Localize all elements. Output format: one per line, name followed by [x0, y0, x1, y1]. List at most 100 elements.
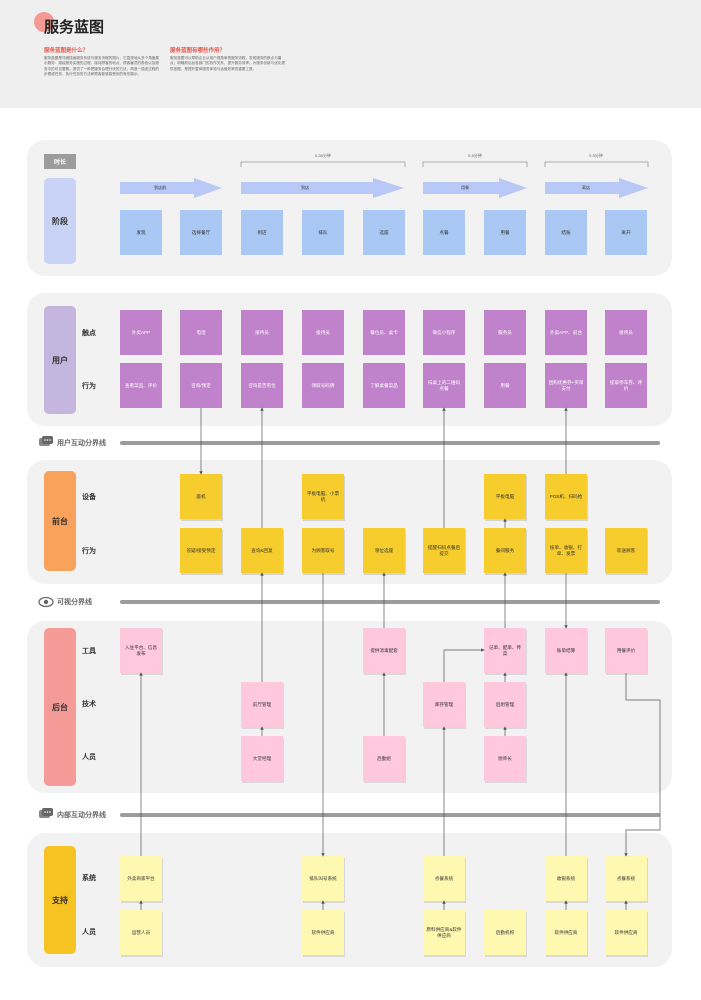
front-action-5: 提醒扫码点餐后提交 — [423, 528, 465, 573]
front-action-label: 行为 — [82, 548, 96, 555]
user-interaction-line — [120, 441, 660, 445]
system-card-queue: 排队叫号系统 — [302, 856, 344, 901]
staff-card-manager: 大堂经理 — [241, 736, 283, 781]
front-action-3: 为顾客取号 — [302, 528, 344, 573]
stage-card-pay: 结账 — [545, 210, 587, 255]
system-card-order-2: 点餐系统 — [605, 856, 647, 901]
support-staff-software-3: 软件供应商 — [605, 910, 647, 955]
bracket-1 — [240, 161, 406, 167]
touch-card-6: 微信小程序 — [423, 310, 465, 355]
tech-card-hall: 前厅管理 — [241, 682, 283, 727]
arrow-label-3: 用餐 — [461, 185, 469, 190]
touch-card-2: 电话 — [180, 310, 222, 355]
device-card-tablet: 平板电脑 — [484, 474, 526, 519]
system-card-order: 点餐系统 — [423, 856, 465, 901]
action-card-1: 查看菜品、评价 — [120, 363, 162, 408]
stage-card-order: 点餐 — [423, 210, 465, 255]
bracket-label-2: 0-5分钟 — [468, 153, 482, 158]
back-staff-label: 人员 — [82, 754, 96, 761]
touch-card-1: 外卖APP — [120, 310, 162, 355]
device-card-tablet-printer: 平板电脑、小票机 — [302, 474, 344, 519]
tool-card-settle: 账单结算 — [545, 628, 587, 673]
front-action-6: 餐间服务 — [484, 528, 526, 573]
stage-card-arrive: 到店 — [241, 210, 283, 255]
tech-card-kitchen: 后厨管理 — [484, 682, 526, 727]
question-2-title: 服务蓝图有哪些作用？ — [170, 48, 226, 54]
support-staff-label: 人员 — [82, 929, 96, 936]
internal-line — [120, 813, 660, 817]
back-lane-label: 后台 — [44, 628, 76, 786]
device-card-phone: 座机 — [180, 474, 222, 519]
action-card-5: 了解桌餐菜品 — [363, 363, 405, 408]
arrow-label-2: 到店 — [301, 185, 309, 190]
front-lane-label: 前台 — [44, 471, 76, 571]
tool-card-review: 用餐评价 — [605, 628, 647, 673]
front-action-8: 欢送顾客 — [605, 528, 647, 573]
tool-card-disinfect: 提供消毒配套 — [363, 628, 405, 673]
front-action-2: 查询&回复 — [241, 528, 283, 573]
chat-bubble-icon-2 — [38, 807, 53, 819]
tech-card-stock: 库存管理 — [423, 682, 465, 727]
tool-card-platform: 入驻平台、信息发布 — [120, 628, 162, 673]
support-system-label: 系统 — [82, 875, 96, 882]
action-card-7: 用餐 — [484, 363, 526, 408]
staff-card-chef: 厨师长 — [484, 736, 526, 781]
visible-line-label: 可视分界线 — [57, 599, 92, 606]
arrow-label-4: 离店 — [582, 185, 590, 190]
front-action-1: 答疑/接受预定 — [180, 528, 222, 573]
stage-card-dine: 用餐 — [484, 210, 526, 255]
touch-card-8: 外卖APP、前台 — [545, 310, 587, 355]
visible-line — [120, 600, 660, 604]
action-card-6: 扫桌上的二维码点餐 — [423, 363, 465, 408]
time-label: 时长 — [44, 154, 76, 169]
connector-21 — [624, 673, 661, 857]
user-lane-label: 用户 — [44, 306, 76, 414]
page-title: 服务蓝图 — [44, 19, 105, 36]
staff-card-logistics: 后勤组 — [363, 736, 405, 781]
question-1-text: 服务蓝图是详细描画服务系统与服务流程的图片，它直观地从多个角度展示服务：描绘服务… — [44, 56, 159, 77]
user-action-label: 行为 — [82, 383, 96, 390]
back-tech-label: 技术 — [82, 701, 96, 708]
arrow-shape-2 — [241, 178, 404, 198]
tool-card-dispatch: 记单、配单、传菜 — [484, 628, 526, 673]
support-staff-software-1: 软件供应商 — [302, 910, 344, 955]
chat-bubble-icon — [38, 435, 53, 447]
touch-card-5: 餐位员、桌卡 — [363, 310, 405, 355]
stage-card-queue: 排队 — [302, 210, 344, 255]
touch-card-3: 接待员 — [241, 310, 283, 355]
bracket-3 — [544, 161, 649, 167]
action-card-8: 团购优惠券+买单支付 — [545, 363, 587, 408]
system-card-takeout: 外卖商家平台 — [120, 856, 162, 901]
action-card-9: 提取停车券、评价 — [605, 363, 647, 408]
back-tool-label: 工具 — [82, 648, 96, 655]
touch-card-7: 服务员 — [484, 310, 526, 355]
touch-card-9: 接待员 — [605, 310, 647, 355]
question-1-title: 服务蓝图是什么？ — [44, 48, 89, 54]
system-card-cashier: 收银系统 — [545, 856, 587, 901]
internal-line-label: 内部互动分界线 — [57, 812, 106, 819]
user-touch-label: 触点 — [82, 330, 96, 337]
front-action-4: 领位选座 — [363, 528, 405, 573]
eye-icon — [38, 595, 54, 608]
bracket-label-1: 0-30分钟 — [314, 153, 331, 158]
support-lane-label: 支持 — [44, 846, 76, 954]
connector-10 — [443, 648, 485, 682]
device-card-pos: POS机、扫码枪 — [545, 474, 587, 519]
touch-card-4: 接待员 — [302, 310, 344, 355]
arrow-label-1: 到店前 — [154, 185, 166, 190]
stage-card-leave: 离开 — [605, 210, 647, 255]
action-card-2: 咨询/预定 — [180, 363, 222, 408]
front-device-label: 设备 — [82, 494, 96, 501]
arrow-shape-3 — [423, 178, 527, 198]
support-staff-logistics: 后勤机构 — [484, 910, 526, 955]
stage-card-choose: 选择餐厅 — [180, 210, 222, 255]
support-staff-suppliers: 原料供应商&软件供应商 — [423, 910, 465, 955]
bracket-label-3: 0-5分钟 — [589, 153, 603, 158]
action-card-4: 领取号码牌 — [302, 363, 344, 408]
stage-lane-label: 阶段 — [44, 178, 76, 264]
arrow-shape-4 — [545, 178, 648, 198]
support-staff-ops: 运营人员 — [120, 910, 162, 955]
arrow-shape-1 — [120, 178, 222, 198]
